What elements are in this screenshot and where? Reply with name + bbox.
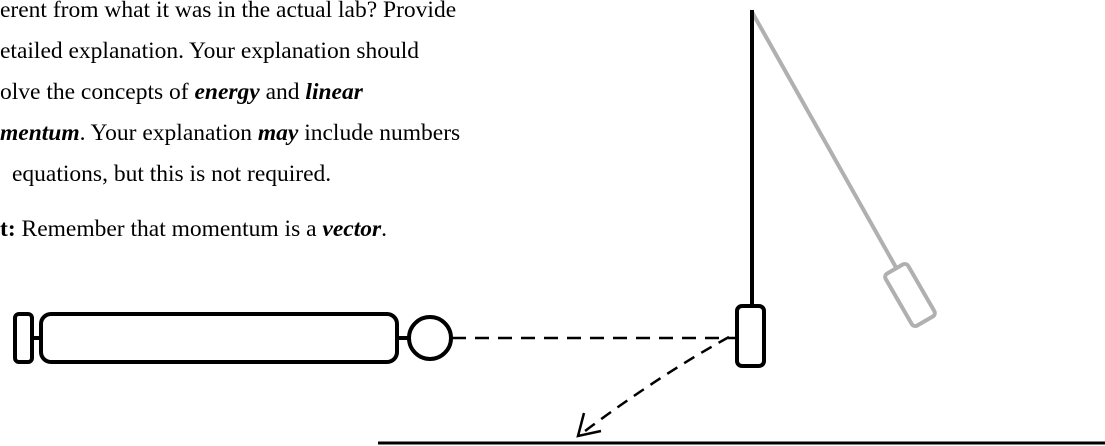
pendulum-bob bbox=[735, 304, 766, 368]
pendulum-ghost-rod bbox=[750, 11, 900, 272]
body-text: etailed explanation. Your explanation sh… bbox=[0, 38, 420, 64]
deflection-arrow bbox=[584, 335, 730, 433]
emphasis-text: may bbox=[257, 120, 299, 146]
body-text: Remember that momentum is a bbox=[15, 216, 323, 242]
bold-text: t: bbox=[0, 216, 16, 242]
launcher-plunger bbox=[13, 312, 34, 364]
emphasis-text: mentum bbox=[0, 120, 80, 146]
question-line: etailed explanation. Your explanation sh… bbox=[0, 38, 420, 64]
body-text: olve the concepts of bbox=[0, 79, 195, 105]
question-line: olve the concepts of energy and linear bbox=[0, 79, 363, 105]
emphasis-text: vector bbox=[322, 216, 382, 242]
body-text: . bbox=[381, 216, 387, 242]
body-text: erent from what it was in the actual lab… bbox=[0, 0, 457, 23]
body-text: equations, but this is not required. bbox=[12, 161, 332, 187]
emphasis-text: linear bbox=[305, 79, 363, 105]
question-line: mentum. Your explanation may include num… bbox=[0, 120, 461, 146]
question-line: equations, but this is not required. bbox=[12, 161, 332, 187]
hint-line: t: Remember that momentum is a vector. bbox=[0, 216, 387, 242]
deflection-arrowhead bbox=[576, 412, 602, 438]
pendulum-ghost-bob bbox=[883, 261, 937, 329]
question-line: erent from what it was in the actual lab… bbox=[0, 0, 456, 23]
body-text: and bbox=[259, 79, 306, 105]
projectile-ball bbox=[407, 315, 453, 361]
body-text: . Your explanation bbox=[79, 120, 258, 146]
emphasis-text: energy bbox=[194, 79, 260, 105]
body-text: include numbers bbox=[298, 120, 461, 146]
launcher-barrel bbox=[39, 312, 399, 364]
